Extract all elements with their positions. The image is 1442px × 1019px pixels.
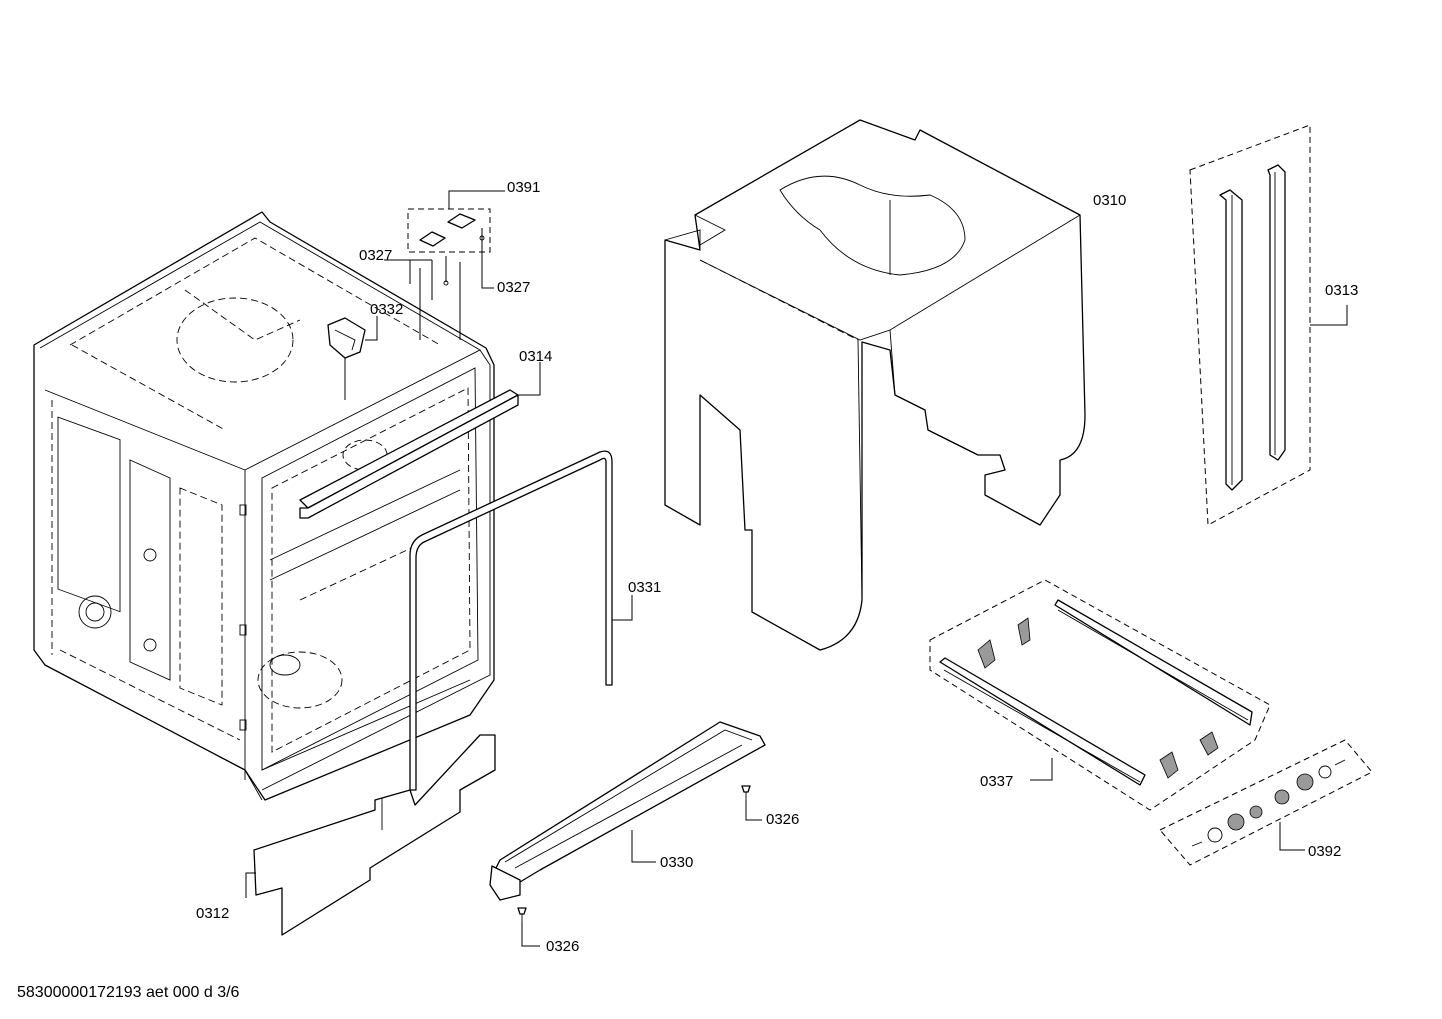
label-0313: 0313: [1325, 282, 1358, 299]
label-0327-right: 0327: [497, 279, 530, 296]
hinge-bracket-group: [384, 190, 505, 340]
side-trim-group: [1189, 124, 1348, 526]
label-0326-bottom: 0326: [546, 938, 579, 955]
label-0392: 0392: [1308, 843, 1341, 860]
insulation-jacket: [664, 119, 1086, 651]
label-0337: 0337: [980, 773, 1013, 790]
label-0327-left: 0327: [359, 247, 392, 264]
hinge-bracket-0332: [327, 316, 378, 400]
label-0314: 0314: [519, 348, 552, 365]
mounting-rails-group: [929, 579, 1271, 811]
drawing-reference-footer: 58300000172193 aet 000 d 3/6: [17, 984, 240, 1001]
screws-0326: [517, 785, 762, 947]
label-0310: 0310: [1093, 192, 1126, 209]
leveling-feet-group: [1159, 739, 1373, 866]
label-0312: 0312: [196, 905, 229, 922]
door-gasket: [409, 450, 633, 791]
label-0331: 0331: [628, 579, 661, 596]
tub-assembly: [33, 211, 495, 801]
label-0391: 0391: [507, 179, 540, 196]
front-insulation-panel: [245, 734, 496, 936]
label-0330: 0330: [660, 854, 693, 871]
top-seal-strip: [299, 362, 541, 519]
bottom-rail: [489, 721, 766, 901]
label-0332: 0332: [370, 301, 403, 318]
label-0326-right: 0326: [766, 811, 799, 828]
part-labels: 0391 0327 0327 0332 0314 0310 0313 0331 …: [196, 179, 1358, 955]
